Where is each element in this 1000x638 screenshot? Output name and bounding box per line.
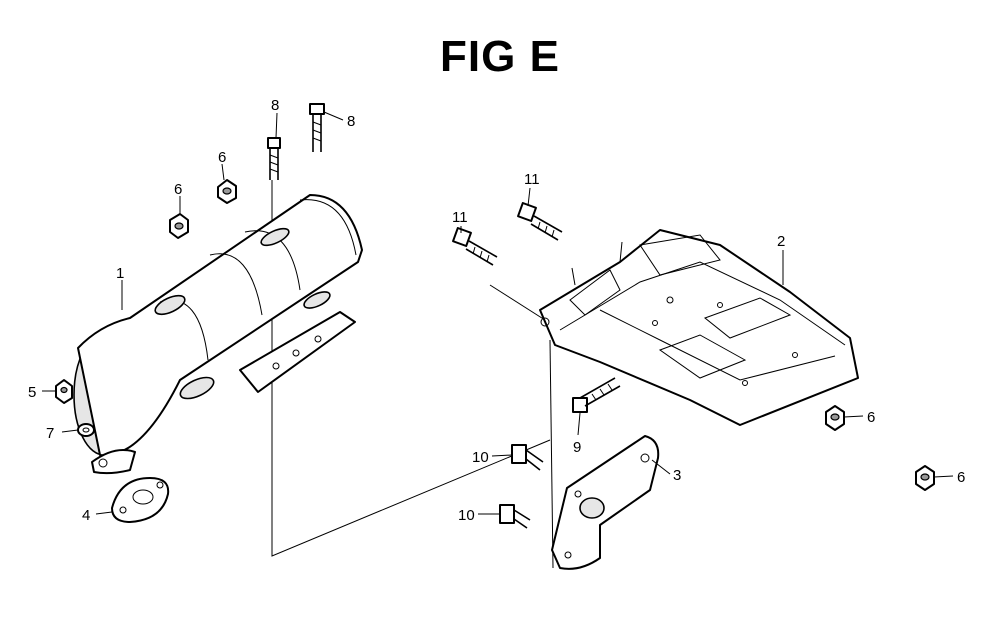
gasket-part [111, 477, 170, 523]
callout-6b: 6 [218, 149, 226, 166]
callout-8b: 8 [347, 113, 355, 130]
callout-10a: 10 [472, 449, 489, 466]
callout-10b: 10 [458, 507, 475, 524]
nut-5 [55, 379, 73, 404]
bolt-8a [267, 137, 281, 180]
callout-6c: 6 [867, 409, 875, 426]
muffler-protector-part [73, 194, 363, 475]
flange-nut-6b [217, 179, 237, 204]
callout-7: 7 [46, 425, 54, 442]
figure-title: FIG E [440, 32, 560, 81]
callout-4: 4 [82, 507, 90, 524]
callout-11b: 11 [452, 209, 468, 226]
callout-8a: 8 [271, 97, 279, 114]
bolt-8b [309, 103, 325, 152]
fasteners [55, 103, 935, 529]
callouts: 1 2 3 4 5 6 6 6 6 7 8 8 9 10 10 11 11 [28, 97, 965, 524]
callout-2: 2 [777, 233, 785, 250]
callout-3: 3 [673, 467, 681, 484]
callout-1: 1 [116, 265, 124, 282]
leader-lines [42, 111, 954, 515]
flange-nut-6d [915, 465, 935, 491]
bolt-11a [517, 202, 563, 241]
flange-nut-6a [169, 213, 189, 239]
bolt-9 [572, 377, 621, 413]
callout-6a: 6 [174, 181, 182, 198]
washer-7 [77, 423, 95, 437]
bolt-10a [511, 444, 544, 471]
muffler-bracket-part [551, 435, 660, 570]
callout-5: 5 [28, 384, 36, 401]
bolt-11b [452, 227, 498, 266]
callout-6d: 6 [957, 469, 965, 486]
muffler-stay-part [539, 229, 859, 426]
bolt-10b [499, 504, 531, 529]
flange-nut-6c [825, 405, 845, 431]
callout-9: 9 [573, 439, 581, 456]
callout-11a: 11 [524, 171, 540, 188]
